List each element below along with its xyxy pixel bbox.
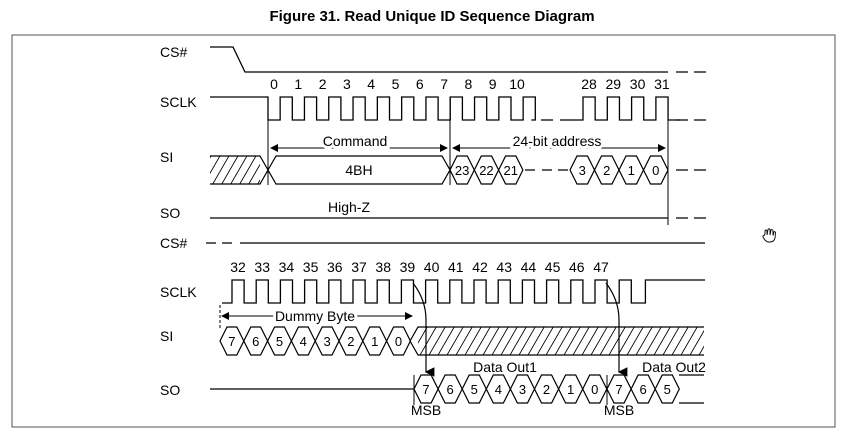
clock-numbers-bottom: 32 33 34 35 36 37 38 39 40 41 42 43 44 45 46 47	[230, 259, 609, 275]
bit-label: 2	[347, 334, 354, 349]
sclk-waveform-top-end	[572, 96, 681, 121]
clock-number: 42	[472, 259, 488, 275]
bit-cell	[497, 155, 524, 185]
msb-label-1: MSB	[411, 402, 441, 418]
clock-number: 6	[416, 76, 424, 92]
cs-label-bottom: CS#	[160, 235, 187, 251]
clock-number: 8	[465, 76, 473, 92]
clock-number: 38	[375, 259, 391, 275]
bit-label: 1	[628, 163, 635, 178]
bit-cell	[654, 374, 680, 404]
bit-label: 1	[567, 382, 574, 397]
sclk-waveform-top	[210, 96, 536, 121]
figure-title: Figure 31. Read Unique ID Sequence Diagr…	[269, 8, 594, 25]
bit-label: 3	[323, 334, 330, 349]
bit-label: 0	[395, 334, 402, 349]
clock-number: 5	[392, 76, 400, 92]
bit-label: 3	[579, 163, 586, 178]
bit-label: 7	[422, 382, 429, 397]
bit-label: 4	[300, 334, 307, 349]
bit-label: 0	[652, 163, 659, 178]
msb1-arrow	[412, 282, 435, 377]
so-data-out2-bits: 7 6 5	[606, 374, 704, 404]
clock-number: 34	[279, 259, 295, 275]
diagram-frame	[11, 34, 836, 428]
bit-label: 3	[519, 382, 526, 397]
address-label: 24-bit address	[513, 133, 602, 149]
clock-number: 31	[654, 76, 670, 92]
si-label-top: SI	[160, 149, 173, 165]
clock-number: 1	[294, 76, 302, 92]
si-dont-care-bottom	[418, 327, 704, 355]
bit-label: 1	[371, 334, 378, 349]
msb-label-2: MSB	[604, 402, 634, 418]
si-dont-care-bottom-outline	[409, 326, 704, 356]
clock-number: 36	[327, 259, 343, 275]
clock-number: 9	[489, 76, 497, 92]
bit-label: 2	[543, 382, 550, 397]
clock-number: 0	[270, 76, 278, 92]
si-command-value: 4BH	[345, 162, 372, 178]
si-label-bottom: SI	[160, 328, 173, 344]
so-data-out1-bits: 7 6 5 4 3 2 1 0	[413, 374, 608, 404]
clock-number: 46	[569, 259, 585, 275]
data-out1-label: Data Out1	[473, 359, 537, 375]
bit-label: 5	[471, 382, 478, 397]
so-highz-label: High-Z	[328, 199, 370, 215]
clock-number: 28	[581, 76, 597, 92]
so-label-bottom: SO	[160, 382, 180, 398]
clock-number: 2	[319, 76, 327, 92]
bit-label: 4	[495, 382, 502, 397]
bit-label: 6	[447, 382, 454, 397]
clock-number: 45	[545, 259, 561, 275]
clock-number: 33	[254, 259, 270, 275]
clock-number: 7	[440, 76, 448, 92]
dummy-label: Dummy Byte	[275, 308, 355, 324]
bit-label: 5	[276, 334, 283, 349]
bit-label: 23	[455, 163, 469, 178]
cs-waveform-top	[210, 46, 668, 73]
clock-number: 40	[424, 259, 440, 275]
msb2-arrow	[605, 282, 628, 377]
clock-number: 30	[630, 76, 646, 92]
bit-label: 5	[664, 382, 671, 397]
clock-number: 43	[496, 259, 512, 275]
clock-number: 32	[230, 259, 246, 275]
hand-cursor-icon	[762, 228, 776, 243]
clock-number: 10	[509, 76, 525, 92]
clock-number: 39	[400, 259, 416, 275]
bit-cell	[642, 155, 669, 185]
so-label-top: SO	[160, 205, 180, 221]
clock-number: 35	[303, 259, 319, 275]
si-address-bits-high: 23 22 21	[449, 155, 524, 185]
sclk-label-bottom: SCLK	[160, 284, 197, 300]
so-continuation-bottom	[679, 374, 704, 404]
clock-number: 37	[351, 259, 367, 275]
clock-number: 47	[593, 259, 609, 275]
clock-number: 4	[367, 76, 375, 92]
sclk-waveform-bottom	[222, 279, 705, 304]
command-label: Command	[323, 133, 388, 149]
bit-label: 6	[252, 334, 259, 349]
si-dummy-bits: 7 6 5 4 3 2 1 0	[219, 326, 412, 356]
data-out2-label: Data Out2	[642, 359, 706, 375]
clock-number: 29	[606, 76, 622, 92]
bit-label: 2	[603, 163, 610, 178]
bit-label: 0	[591, 382, 598, 397]
bit-label: 21	[504, 163, 518, 178]
bit-label: 22	[479, 163, 493, 178]
clock-number: 41	[448, 259, 464, 275]
cs-label-top: CS#	[160, 44, 187, 60]
sclk-label-top: SCLK	[160, 94, 197, 110]
clock-number: 44	[521, 259, 537, 275]
bit-label: 7	[615, 382, 622, 397]
si-dont-care-top	[210, 156, 260, 184]
bit-label: 7	[228, 334, 235, 349]
bit-label: 6	[640, 382, 647, 397]
clock-number: 3	[343, 76, 351, 92]
si-address-bits-low: 3 2 1 0	[569, 155, 669, 185]
